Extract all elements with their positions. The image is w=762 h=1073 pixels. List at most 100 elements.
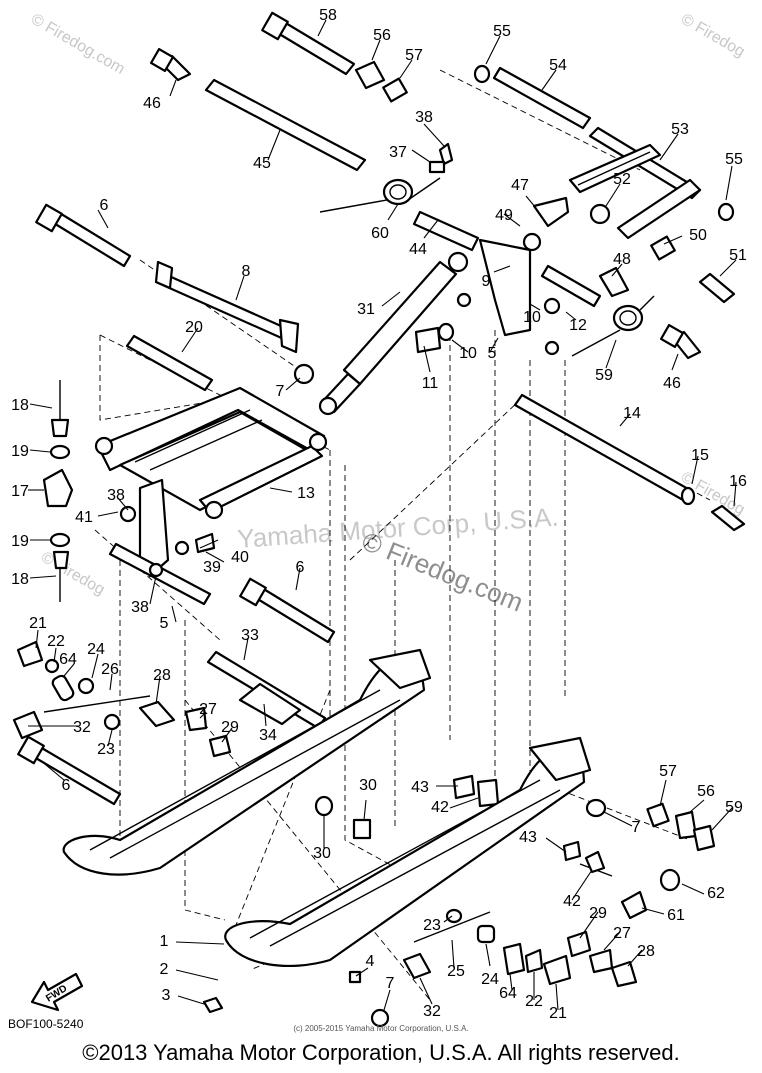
callout-32: 32 [73, 719, 91, 736]
callout-36: 38 [415, 109, 433, 126]
bolt-6-bottom [17, 735, 122, 806]
callout-6: 6 [62, 777, 71, 794]
callout-6: 6 [100, 197, 109, 214]
callout-56: 56 [373, 27, 391, 44]
small-parts [12, 60, 735, 1028]
callout-63: 62 [707, 885, 725, 902]
front-arm-8 [154, 260, 300, 354]
leader-lines [28, 19, 737, 1011]
callout-9: 9 [482, 273, 491, 290]
callout-37: 38 [131, 599, 149, 616]
bolt-58 [261, 11, 356, 76]
slide-rail-left [62, 648, 432, 876]
callout-42: 42 [563, 893, 581, 910]
callout-58: 58 [319, 7, 337, 24]
callout-55: 55 [493, 23, 511, 40]
callout-51: 51 [729, 247, 747, 264]
firedog-watermark-small: © Firedog [678, 11, 748, 61]
callout-56: 56 [697, 783, 715, 800]
callout-8: 8 [242, 263, 251, 280]
callout-5: 5 [160, 615, 169, 632]
callout-7: 7 [632, 819, 641, 836]
callout-10: 10 [459, 345, 477, 362]
diagram-reference-code: BOF100-5240 [8, 1017, 84, 1031]
rivet-18-bottom [52, 550, 70, 602]
callout-19: 19 [11, 443, 29, 460]
callout-46: 46 [143, 95, 161, 112]
callout-55: 55 [725, 151, 743, 168]
callout-44: 44 [409, 241, 427, 258]
callout-48: 48 [613, 251, 631, 268]
callout-4: 4 [366, 953, 375, 970]
bolt-46-top [149, 47, 192, 82]
callout-57: 57 [659, 763, 677, 780]
callout-16: 16 [729, 473, 747, 490]
callout-13: 13 [297, 485, 315, 502]
callout-64: 64 [59, 651, 77, 668]
callout-59: 59 [725, 799, 743, 816]
callout-27: 27 [613, 925, 631, 942]
callout-18: 18 [11, 571, 29, 588]
callout-5: 5 [488, 345, 497, 362]
callout-22: 22 [525, 993, 543, 1010]
footer-copyright: ©2013 Yamaha Motor Corporation, U.S.A. A… [82, 1040, 680, 1065]
rod-54 [492, 66, 592, 130]
callout-24: 24 [481, 971, 499, 988]
callout-10: 10 [523, 309, 541, 326]
callout-38: 38 [107, 487, 125, 504]
washer-19-bottom [49, 532, 71, 548]
callout-64: 64 [499, 985, 517, 1002]
callout-43: 43 [411, 779, 429, 796]
bolt-51 [698, 272, 736, 304]
callout-54: 54 [549, 57, 567, 74]
rod-20 [125, 334, 214, 392]
callout-38: 39 [203, 559, 221, 576]
callout-35: 37 [389, 144, 407, 161]
callout-7: 7 [386, 975, 395, 992]
firedog-watermark-small: © Firedog [38, 549, 108, 599]
callout-41: 42 [431, 799, 449, 816]
callout-34: 34 [259, 727, 277, 744]
callout-29: 29 [589, 905, 607, 922]
front-arm-frame-13 [94, 386, 328, 520]
washer-19-top [49, 444, 71, 460]
callout-30: 30 [313, 845, 331, 862]
callout-28: 28 [153, 667, 171, 684]
callout-50: 50 [689, 227, 707, 244]
callout-62: 61 [667, 907, 685, 924]
small-copyright-notice: (c) 2005-2015 Yamaha Motor Corporation, … [293, 1024, 469, 1033]
bolt-6-mid [239, 577, 336, 644]
callout-39: 40 [231, 549, 249, 566]
callout-30: 30 [359, 777, 377, 794]
callout-47: 47 [511, 177, 529, 194]
bracket-37 [108, 478, 212, 606]
callout-14: 14 [623, 405, 641, 422]
callout-1: 1 [160, 933, 169, 950]
callout-31: 31 [357, 301, 375, 318]
callout-61: 60 [371, 225, 389, 242]
rod-14 [513, 393, 696, 506]
callout-23: 23 [423, 917, 441, 934]
spring-61 [319, 177, 441, 213]
end-cap-17 [42, 468, 74, 508]
callout-23: 23 [97, 741, 115, 758]
callout-53: 53 [671, 121, 689, 138]
bolt-6-top [35, 203, 132, 268]
bolt-46-right [659, 323, 702, 360]
callout-52: 52 [613, 171, 631, 188]
link-47 [532, 196, 570, 228]
callout-15: 15 [691, 447, 709, 464]
spring-60 [571, 295, 655, 357]
callout-21: 21 [29, 615, 47, 632]
slide-rail-right [224, 736, 592, 968]
rear-arm-53 [568, 126, 702, 240]
callout-17: 17 [11, 483, 29, 500]
callout-19: 19 [11, 533, 29, 550]
rivet-18-top [50, 380, 70, 438]
callout-46: 46 [663, 375, 681, 392]
forward-direction-arrow: FWD [30, 972, 84, 1012]
rod-33 [206, 650, 327, 730]
callout-25: 25 [447, 963, 465, 980]
